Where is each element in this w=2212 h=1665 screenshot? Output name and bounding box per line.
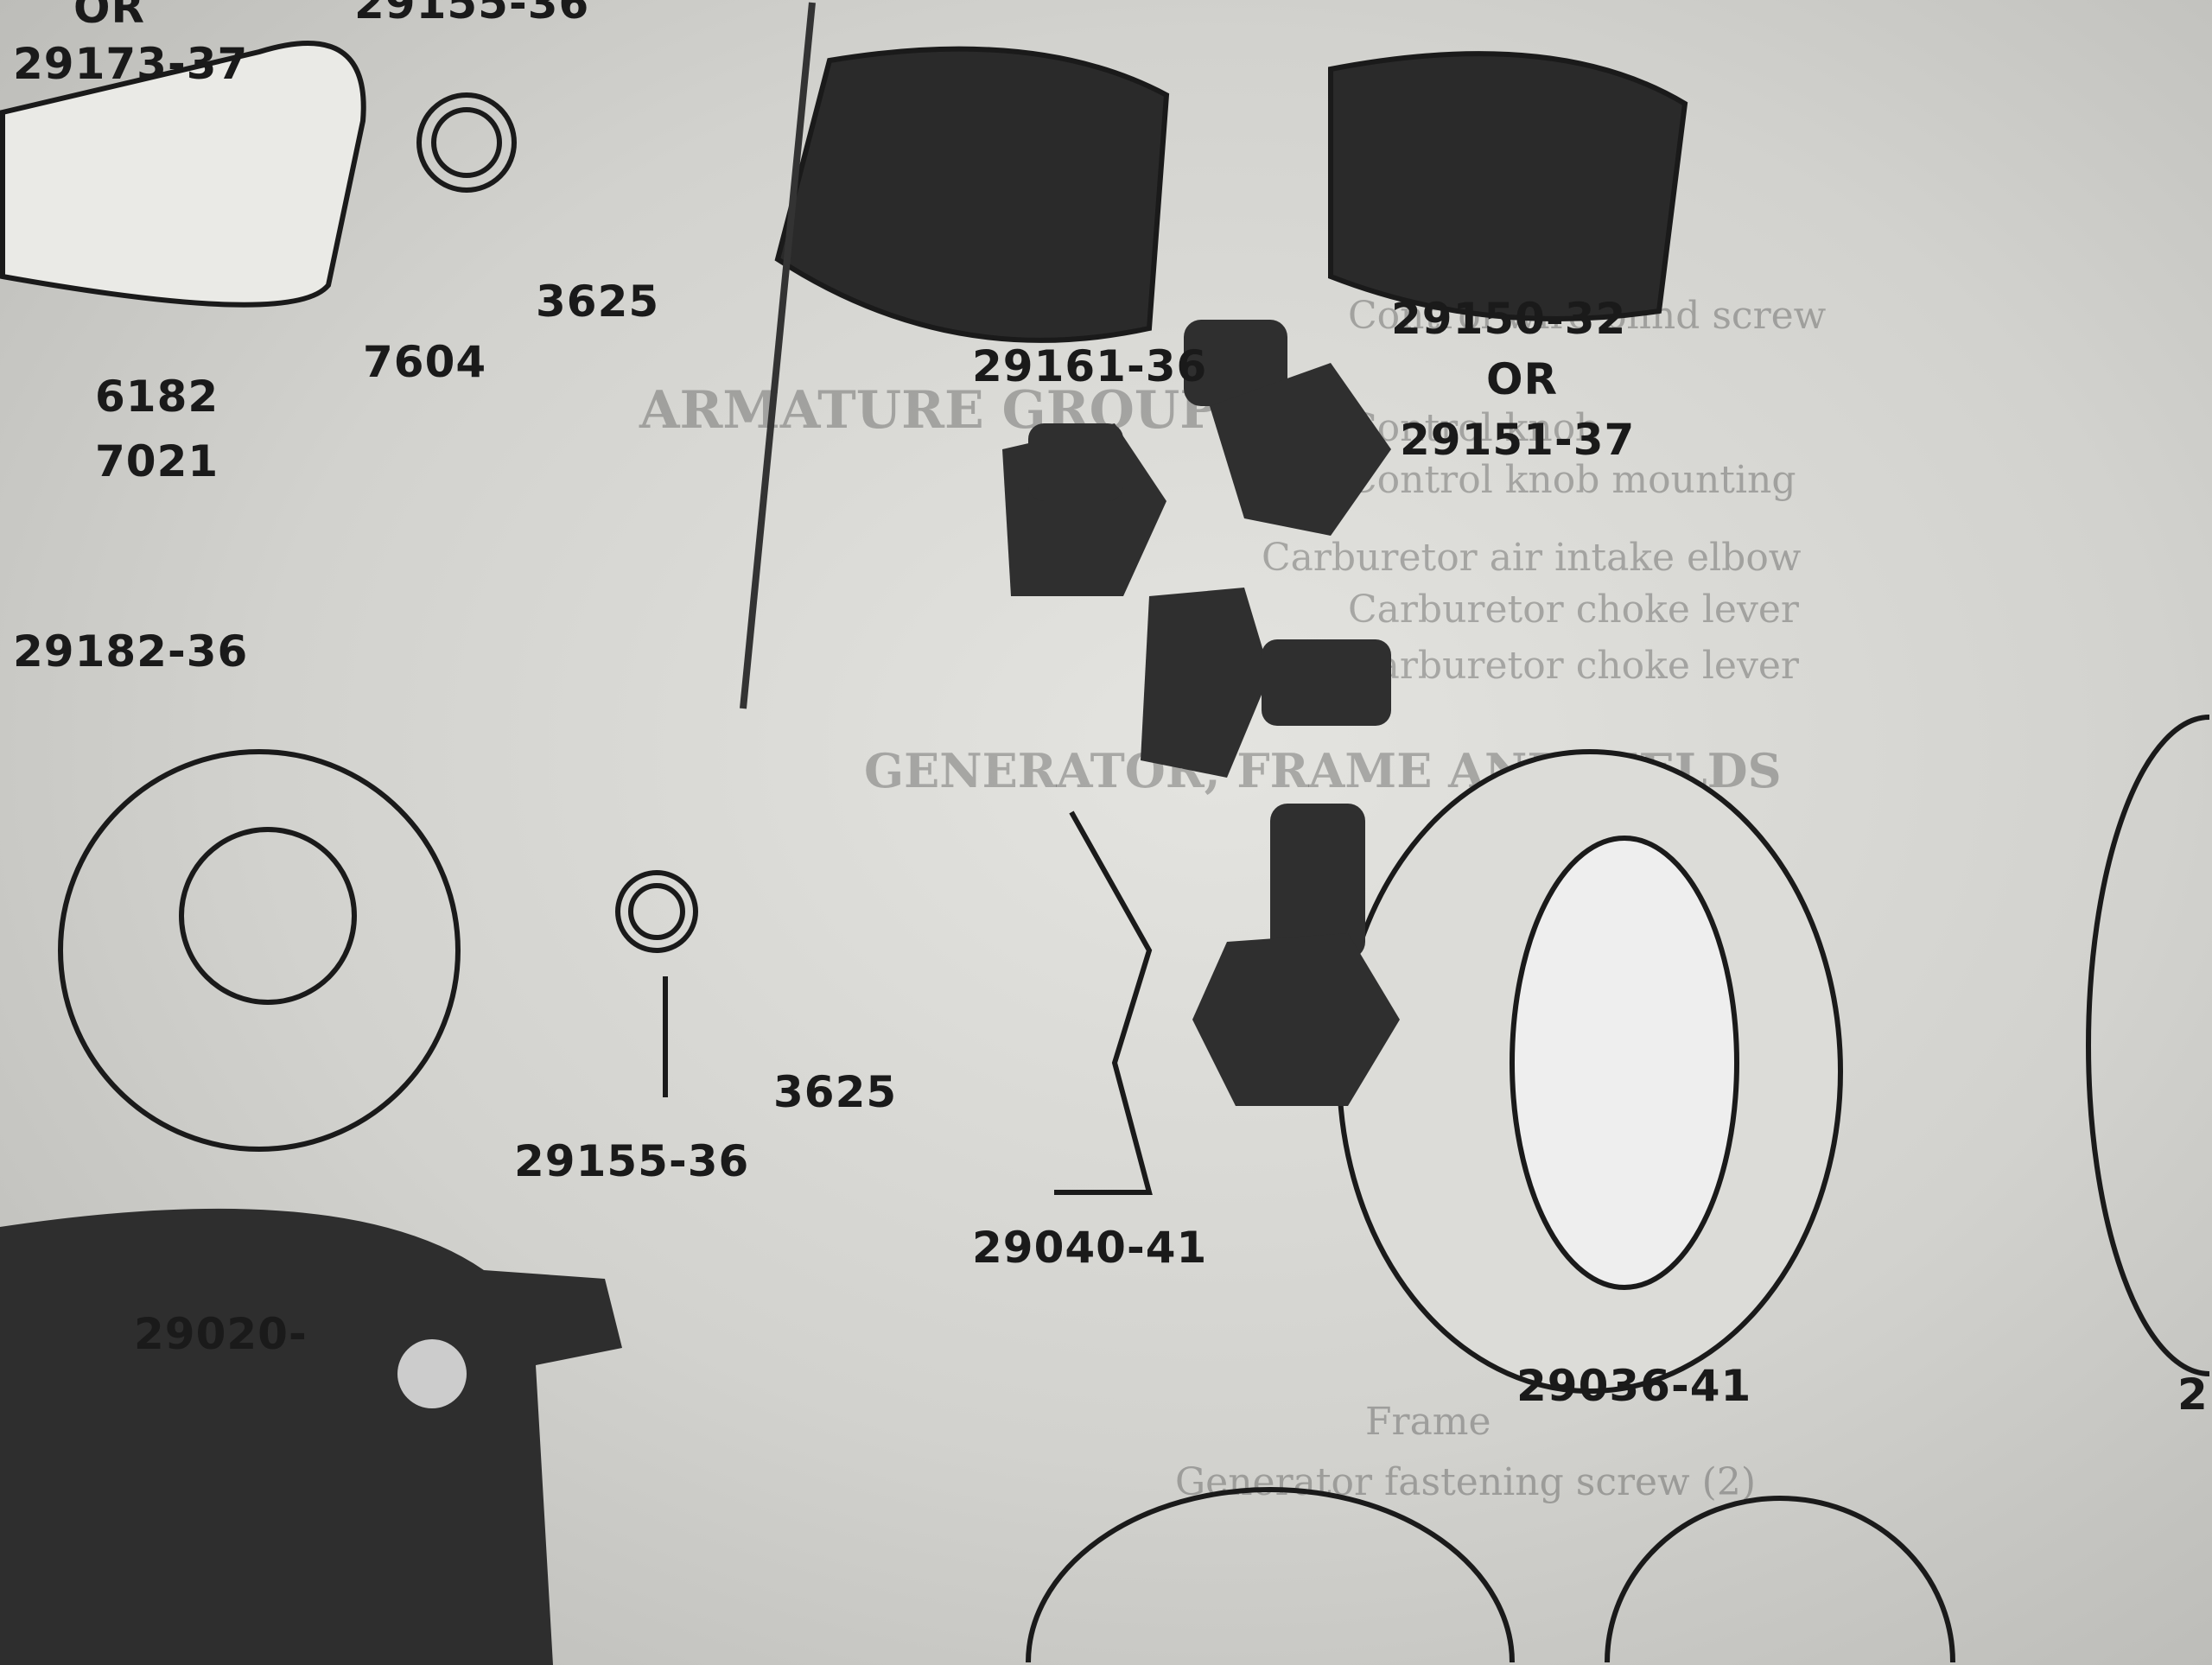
- bg-text: Carburetor choke lever: [1348, 644, 1799, 688]
- wire-rod: [740, 2, 816, 709]
- endplate-drawing: [58, 749, 461, 1152]
- label-7604: 7604: [363, 337, 487, 387]
- label-6182: 6182: [95, 372, 219, 422]
- bg-heading: ARMATURE GROUP: [639, 380, 1219, 441]
- bolts-photo: [1002, 320, 1400, 1106]
- label-right-edge: 2: [2177, 1369, 2209, 1420]
- label-29173-37: 29173-37: [13, 39, 249, 89]
- label-29040-41: 29040-41: [972, 1223, 1208, 1273]
- label-29155-36-top: 29155-36: [354, 0, 590, 29]
- bg-text: Control knob: [1348, 406, 1600, 450]
- spring-drawing: [1054, 810, 1153, 1195]
- label-29036-41: 29036-41: [1516, 1361, 1752, 1411]
- bg-text: Control knob mounting: [1348, 458, 1796, 502]
- pulley-drawing: [1026, 1487, 1515, 1663]
- bg-text: Carburetor air intake elbow: [1262, 536, 1802, 580]
- bolt-4: [1270, 804, 1365, 959]
- bg-text: Generator fastening screw (2): [1175, 1460, 1757, 1504]
- label-7021: 7021: [95, 436, 219, 486]
- label-29182-36: 29182-36: [13, 626, 249, 677]
- bolt-1: [1184, 320, 1287, 406]
- gasket-drawing: [416, 92, 517, 193]
- right-armature-drawing: [2086, 715, 2210, 1376]
- label-29150-32: 29150-32: [1391, 294, 1627, 344]
- label-29161-36: 29161-36: [972, 341, 1208, 391]
- label-or: OR: [73, 0, 146, 33]
- label-29155-36: 29155-36: [514, 1136, 750, 1186]
- cover-drawing: [774, 46, 1170, 343]
- gasket-photo: [0, 1208, 622, 1665]
- bolt-3: [1141, 588, 1270, 778]
- label-29020: 29020-: [134, 1309, 308, 1359]
- bearing-drawing: [1605, 1496, 1955, 1663]
- label-3625-top: 3625: [536, 276, 660, 327]
- bg-text: Frame: [1365, 1400, 1491, 1444]
- bg-text: Carburetor choke lever: [1348, 588, 1799, 632]
- label-or-right: OR: [1486, 354, 1559, 404]
- label-29151-37: 29151-37: [1400, 415, 1636, 465]
- label-3625: 3625: [773, 1067, 898, 1117]
- bracket-drawing: [0, 41, 366, 308]
